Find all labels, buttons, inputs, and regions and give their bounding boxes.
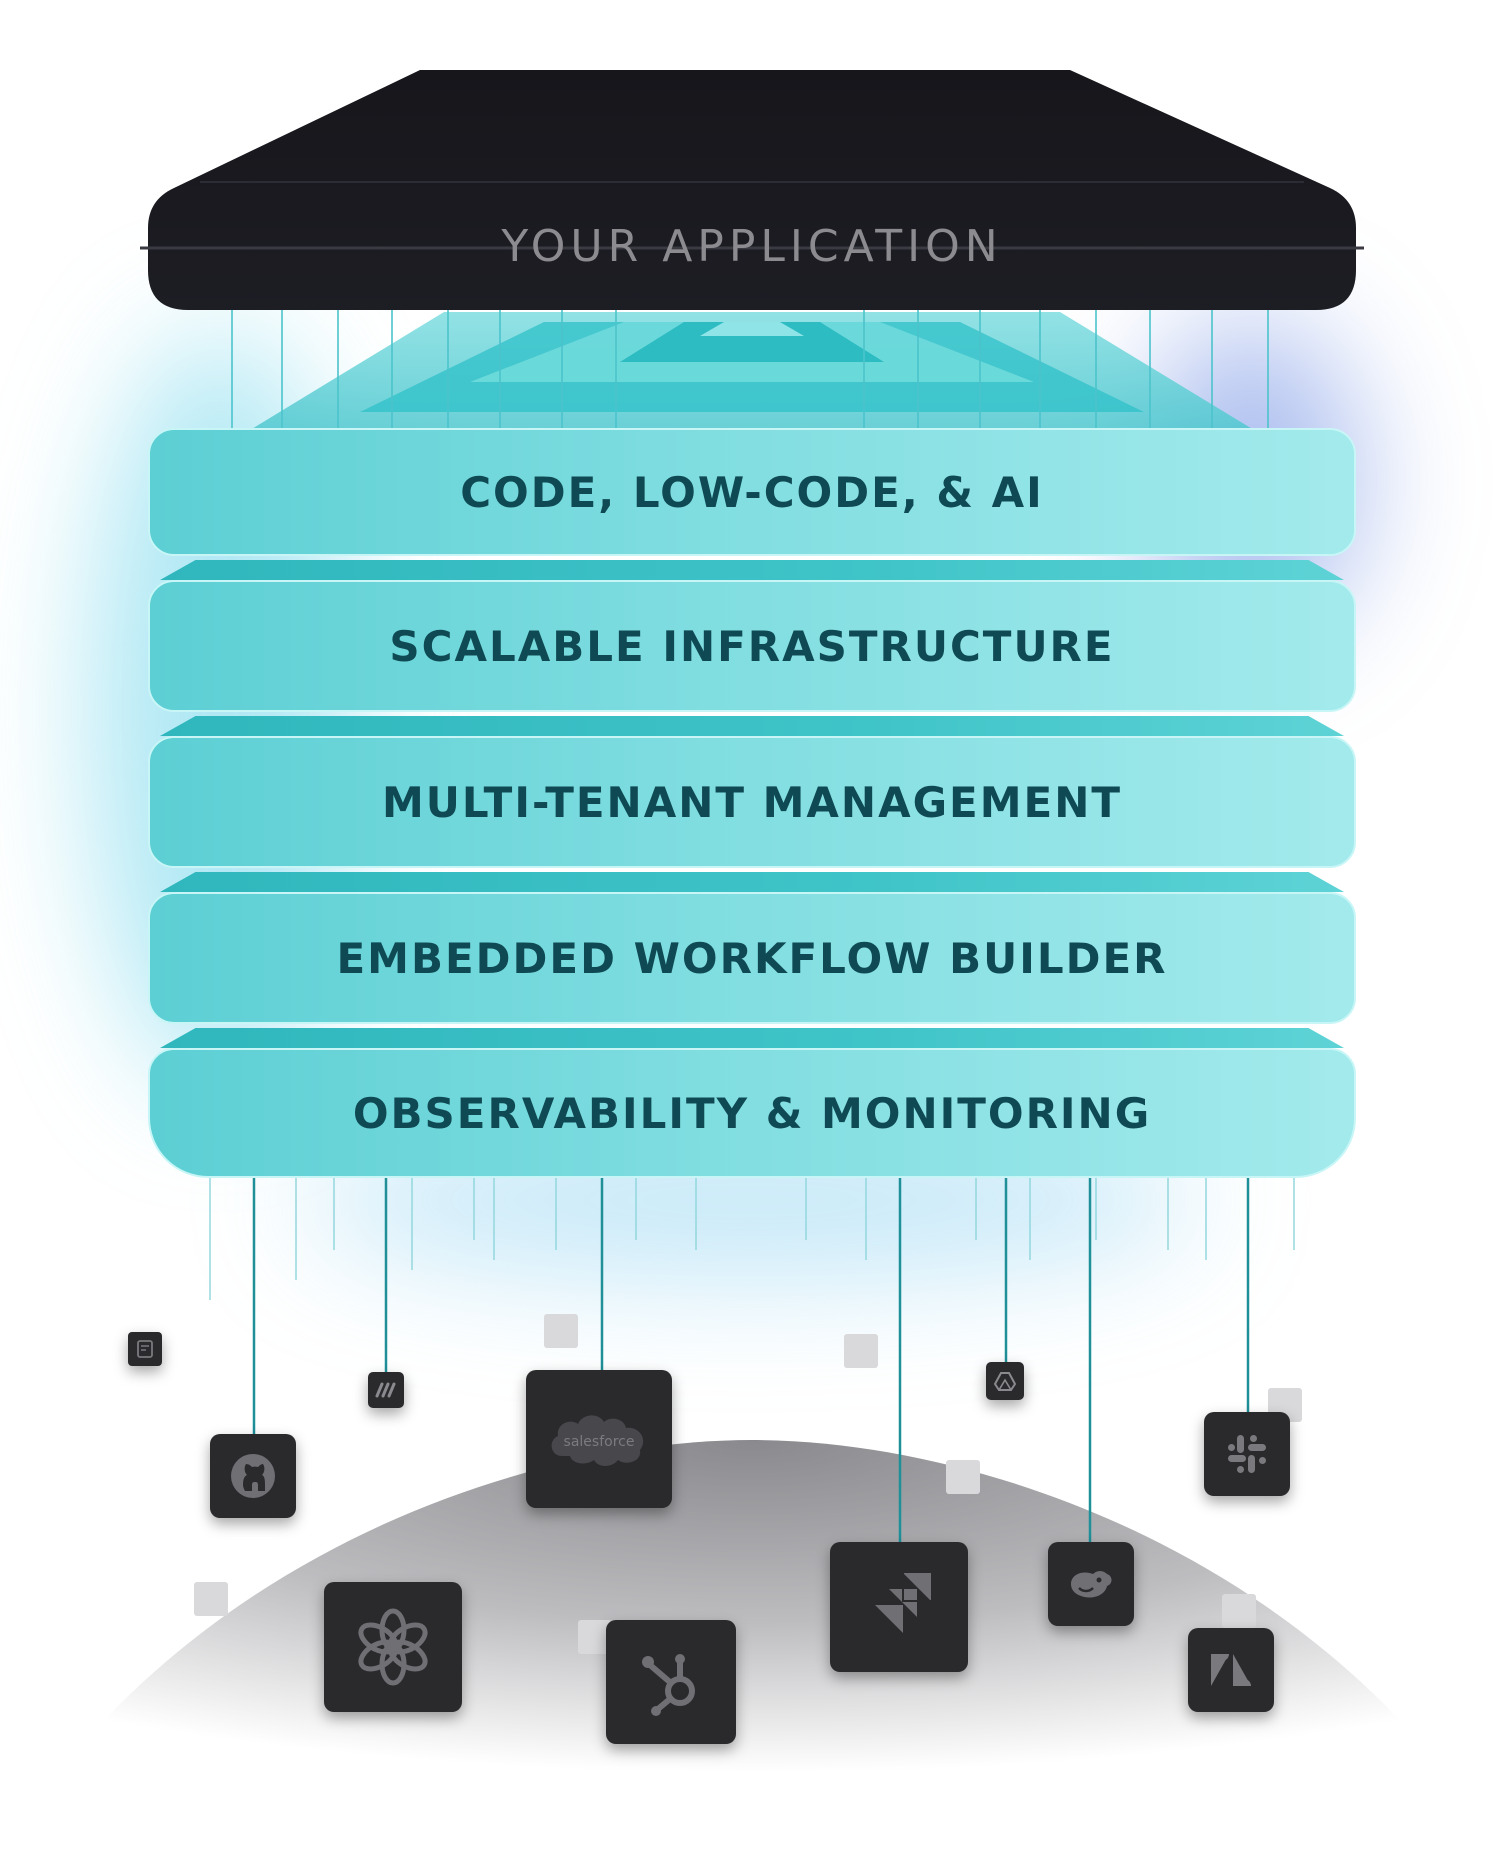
google-drive-tile (986, 1362, 1024, 1400)
layer-label: EMBEDDED WORKFLOW BUILDER (336, 933, 1168, 983)
placeholder-square (1222, 1594, 1256, 1628)
pyramid-inner-4 (700, 322, 804, 336)
layer-separator (160, 872, 1344, 892)
slack-tile (1204, 1412, 1290, 1496)
placeholder-square (844, 1334, 878, 1368)
jira-icon (875, 1573, 931, 1633)
layer-multi-tenant-management: MULTI-TENANT MANAGEMENT (148, 736, 1356, 868)
slack-icon (1228, 1435, 1266, 1473)
layer-label: MULTI-TENANT MANAGEMENT (381, 777, 1123, 827)
pyramid-inner-3 (620, 322, 884, 362)
github-icon (231, 1454, 275, 1498)
placeholder-square (544, 1314, 578, 1348)
layer-embedded-workflow-builder: EMBEDDED WORKFLOW BUILDER (148, 892, 1356, 1024)
google-drive-icon (994, 1372, 1016, 1391)
jira-tile (830, 1542, 968, 1672)
layer-label: CODE, LOW-CODE, & AI (460, 467, 1044, 517)
make-tile (368, 1372, 404, 1408)
top-connector-lines (231, 305, 1269, 430)
zendesk-icon (1211, 1654, 1251, 1686)
make-icon (375, 1382, 396, 1398)
hubspot-icon (642, 1654, 695, 1716)
document-icon (137, 1340, 153, 1358)
layer-observability-monitoring: OBSERVABILITY & MONITORING (148, 1048, 1356, 1178)
placeholder-square (946, 1460, 980, 1494)
salesforce-tile: salesforce (526, 1370, 672, 1508)
application-label: YOUR APPLICATION (501, 220, 1003, 272)
application-bar (148, 70, 1356, 310)
github-tile (210, 1434, 296, 1518)
salesforce-icon: salesforce (551, 1415, 644, 1466)
layer-separator (160, 560, 1344, 580)
placeholder-square (194, 1582, 228, 1616)
layer-label: SCALABLE INFRASTRUCTURE (389, 621, 1115, 671)
bottom-connector-lines (252, 1176, 1250, 1542)
zendesk-tile (1188, 1628, 1274, 1712)
layer-label: OBSERVABILITY & MONITORING (352, 1088, 1152, 1138)
deepseek-tile (1048, 1542, 1134, 1626)
layer-code-low-code-ai: CODE, LOW-CODE, & AI (148, 428, 1356, 556)
layer-separator (160, 716, 1344, 736)
layer-scalable-infrastructure: SCALABLE INFRASTRUCTURE (148, 580, 1356, 712)
bottom-faint-lines (209, 1176, 1295, 1300)
openai-tile (324, 1582, 462, 1712)
salesforce-label: salesforce (564, 1434, 635, 1450)
hubspot-tile (606, 1620, 736, 1744)
layer-separator (160, 1028, 1344, 1048)
deepseek-icon (1071, 1571, 1112, 1598)
document-tile (128, 1332, 162, 1366)
openai-icon (358, 1608, 428, 1686)
